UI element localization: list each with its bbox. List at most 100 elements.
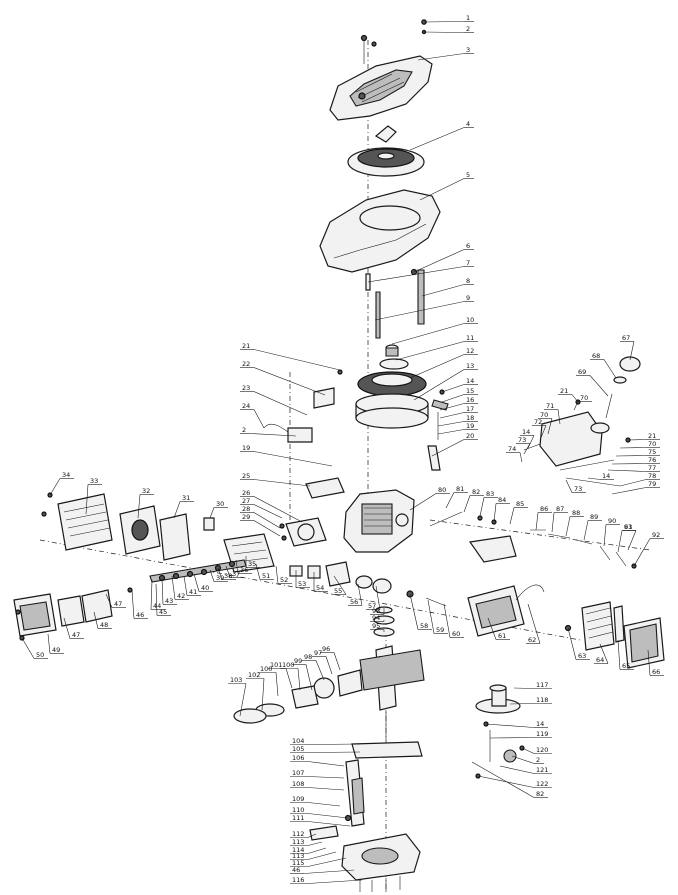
callout-40: 40 bbox=[193, 573, 213, 592]
callout-73: 73 bbox=[565, 479, 586, 493]
callout-36: 36 bbox=[235, 559, 252, 574]
callout-number: 56 bbox=[350, 598, 358, 606]
air-filter-element bbox=[564, 601, 665, 669]
callout-81: 81 bbox=[445, 485, 468, 509]
callout-number: 85 bbox=[516, 500, 524, 508]
callout-number: 98 bbox=[304, 653, 312, 661]
callout-100: 100 bbox=[258, 665, 279, 697]
callout-25: 25 bbox=[240, 472, 311, 487]
callout-6: 6 bbox=[413, 242, 474, 273]
callout-number: 99 bbox=[294, 657, 302, 665]
callout-number: 22 bbox=[242, 360, 250, 368]
callout-18: 18 bbox=[437, 414, 478, 427]
callout-number: 64 bbox=[596, 656, 604, 664]
callout-number: 112 bbox=[292, 830, 304, 838]
callout-14: 14 bbox=[587, 472, 614, 480]
callout-number: 117 bbox=[536, 681, 548, 689]
callout-number: 109 bbox=[292, 795, 304, 803]
callout-55: 55 bbox=[332, 575, 347, 595]
callout-45: 45 bbox=[155, 583, 171, 616]
callout-number: 41 bbox=[189, 588, 197, 596]
callout-number: 6 bbox=[466, 242, 470, 250]
callout-number: 75 bbox=[648, 448, 656, 456]
callout-number: 19 bbox=[242, 444, 250, 452]
callout-number: 107 bbox=[292, 769, 304, 777]
callout-13: 13 bbox=[413, 362, 478, 401]
head-gasket-group bbox=[279, 517, 327, 547]
callout-number: 120 bbox=[536, 746, 548, 754]
callout-105: 105 bbox=[290, 745, 361, 753]
callout-103: 103 bbox=[228, 676, 247, 717]
callout-number: 44 bbox=[153, 602, 161, 610]
callout-9: 9 bbox=[374, 294, 474, 321]
callout-number: 73 bbox=[574, 485, 582, 493]
callout-85: 85 bbox=[509, 500, 528, 525]
callout-number: 19 bbox=[466, 422, 474, 430]
callout-5: 5 bbox=[419, 171, 474, 201]
callout-number: 18 bbox=[466, 414, 474, 422]
callout-number: 45 bbox=[159, 608, 167, 616]
callout-number: 37 bbox=[232, 570, 240, 578]
callout-115: 115 bbox=[290, 857, 347, 867]
callout-21: 21 bbox=[558, 387, 579, 403]
callout-number: 114 bbox=[292, 846, 304, 854]
callout-number: 5 bbox=[466, 171, 470, 179]
callout-80: 80 bbox=[409, 486, 450, 511]
callout-number: 94 bbox=[372, 614, 380, 622]
callout-2: 2 bbox=[423, 25, 474, 33]
callout-number: 46 bbox=[292, 866, 300, 874]
callout-21: 21 bbox=[240, 342, 341, 371]
callout-23: 23 bbox=[240, 384, 308, 416]
callout-41: 41 bbox=[183, 575, 201, 596]
air-filter-bolt bbox=[406, 590, 447, 607]
callout-number: 121 bbox=[536, 766, 548, 774]
callout-39: 39 bbox=[209, 569, 228, 582]
callout-70: 70 bbox=[619, 440, 660, 449]
callout-number: 110 bbox=[292, 806, 304, 814]
callout-110: 110 bbox=[290, 806, 349, 819]
callout-number: 26 bbox=[242, 489, 250, 497]
callout-47: 47 bbox=[105, 593, 126, 608]
throttle-linkage bbox=[429, 511, 637, 569]
callout-14: 14 bbox=[441, 377, 478, 393]
governor-hardware bbox=[427, 389, 449, 471]
air-filter-base bbox=[467, 584, 545, 637]
callout-number: 122 bbox=[536, 780, 548, 788]
callout-number: 14 bbox=[602, 472, 610, 480]
callout-22: 22 bbox=[240, 360, 326, 396]
callout-16: 16 bbox=[439, 396, 478, 411]
callout-number: 54 bbox=[316, 584, 324, 592]
callout-number: 33 bbox=[90, 477, 98, 485]
callout-17: 17 bbox=[439, 405, 478, 419]
callout-67: 67 bbox=[620, 334, 635, 361]
callout-number: 9 bbox=[466, 294, 470, 302]
callout-number: 48 bbox=[100, 621, 108, 629]
callout-120: 120 bbox=[521, 746, 552, 754]
callout-number: 2 bbox=[536, 756, 540, 764]
callout-76: 76 bbox=[611, 456, 660, 465]
callout-112: 112 bbox=[290, 830, 317, 838]
callout-33: 33 bbox=[85, 477, 102, 515]
callout-number: 100 bbox=[282, 661, 294, 669]
callout-58: 58 bbox=[409, 593, 432, 630]
callout-number: 43 bbox=[165, 597, 173, 605]
callout-24: 24 bbox=[240, 402, 265, 429]
callout-number: 12 bbox=[466, 347, 474, 355]
callout-number: 100 bbox=[260, 665, 272, 673]
callout-number: 113 bbox=[292, 852, 304, 860]
callout-53: 53 bbox=[295, 570, 310, 588]
callout-number: 21 bbox=[560, 387, 568, 395]
callout-109: 109 bbox=[290, 795, 341, 807]
callout-number: 113 bbox=[292, 838, 304, 846]
callout-113: 113 bbox=[290, 838, 323, 846]
ignition-coil-group bbox=[263, 369, 345, 499]
fuel-tank-group bbox=[523, 356, 641, 487]
callout-number: 84 bbox=[498, 496, 506, 504]
callout-number: 70 bbox=[648, 440, 656, 448]
callout-35: 35 bbox=[245, 556, 260, 568]
callout-number: 35 bbox=[248, 560, 256, 568]
callout-number: 87 bbox=[556, 505, 564, 513]
callout-number: 72 bbox=[534, 418, 542, 426]
callout-69: 69 bbox=[576, 368, 609, 397]
